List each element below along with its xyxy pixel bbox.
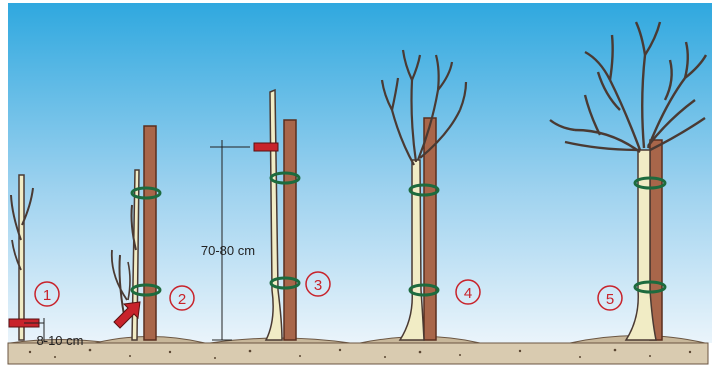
step-number-5: 5 bbox=[606, 291, 614, 308]
red-cut-bar-icon bbox=[254, 143, 278, 151]
step-number-2: 2 bbox=[178, 291, 186, 308]
measure-label-step-1: 8-10 cm bbox=[37, 333, 84, 348]
step-number-3: 3 bbox=[314, 277, 322, 294]
step-number-4: 4 bbox=[464, 285, 472, 302]
measure-label-step-3: 70-80 cm bbox=[201, 243, 255, 258]
ground bbox=[8, 343, 708, 364]
step-number-1: 1 bbox=[43, 287, 51, 304]
